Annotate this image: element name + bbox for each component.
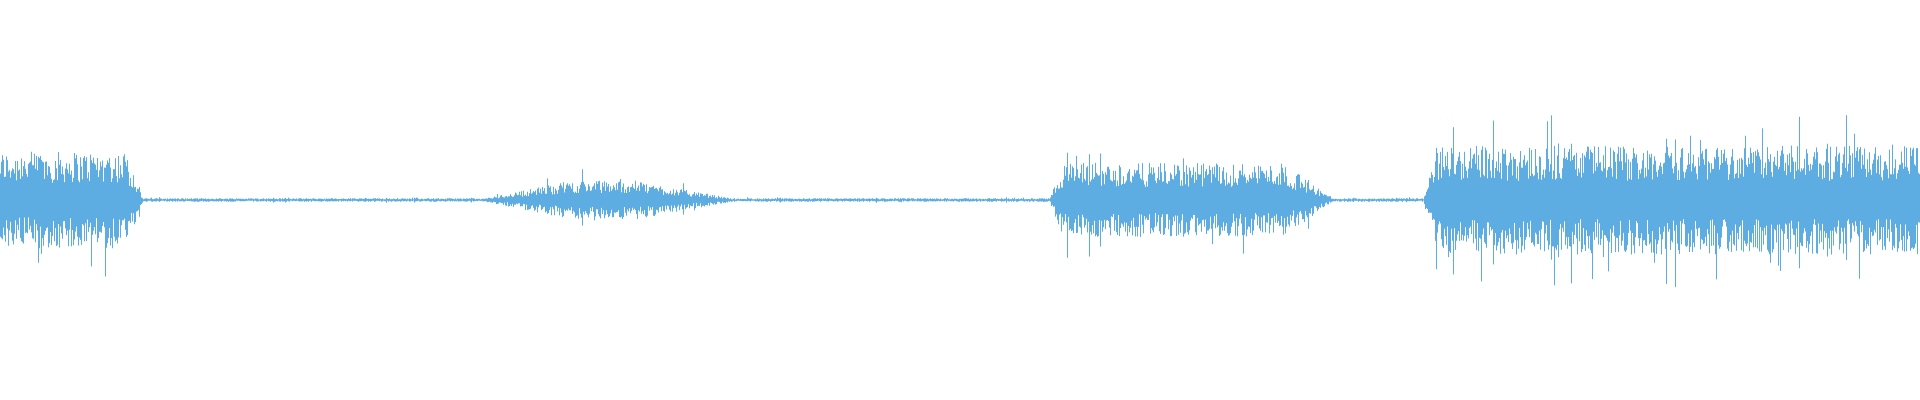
- waveform-bars: [0, 115, 1920, 288]
